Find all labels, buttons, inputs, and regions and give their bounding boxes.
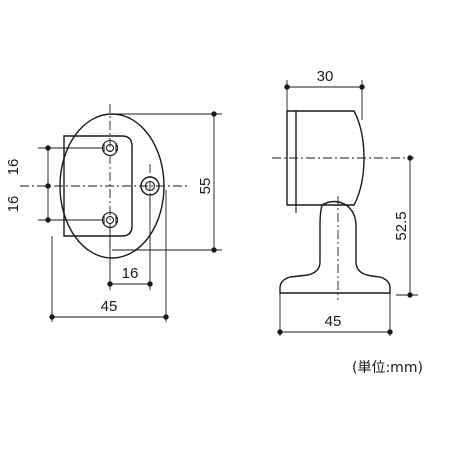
front-view: 16 16 55 16 <box>5 104 222 322</box>
front-55-dim <box>112 111 222 253</box>
front-45-dim <box>49 190 169 322</box>
dim-text-front-45: 45 <box>101 298 118 315</box>
side-45-dim <box>277 293 393 336</box>
front-mounting-plate <box>63 135 133 237</box>
side-stem-foot <box>279 200 391 294</box>
dim-text-hole-16: 16 <box>122 265 139 282</box>
side-30-dim <box>284 80 365 120</box>
dim-text-top-16: 16 <box>5 159 22 176</box>
front-hole-16-dim <box>107 196 153 290</box>
dim-text-30: 30 <box>317 68 334 85</box>
dim-text-side-45: 45 <box>325 313 342 330</box>
side-52-5-dim <box>396 155 418 298</box>
front-left-dims <box>38 145 102 223</box>
dim-text-55: 55 <box>197 178 214 195</box>
unit-note: (単位:mm) <box>352 360 423 376</box>
dim-text-52-5: 52.5 <box>393 211 410 240</box>
dim-text-bottom-16: 16 <box>5 196 22 213</box>
side-view: 30 52.5 45 <box>272 68 418 336</box>
